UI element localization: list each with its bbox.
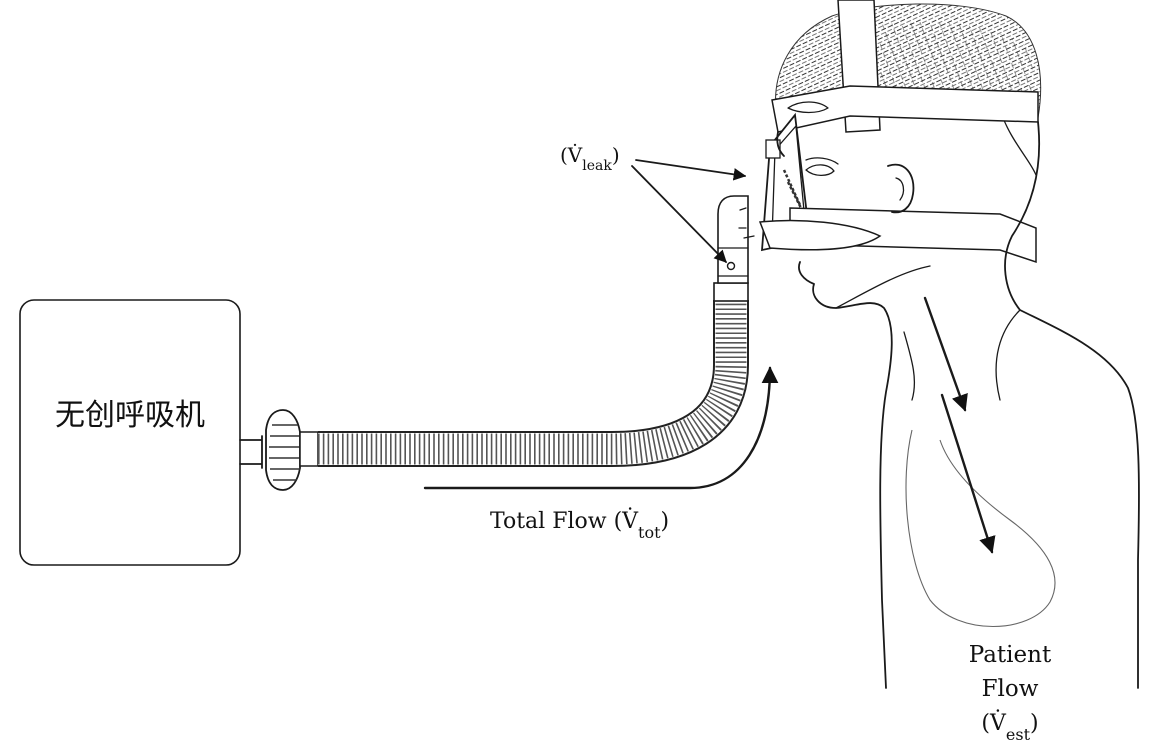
mask-assembly <box>713 195 755 302</box>
leak-arrow-mask <box>635 159 747 181</box>
ventilator-unit: 无创呼吸机 <box>19 299 241 566</box>
corrugated-tube <box>318 300 749 467</box>
tube-cuff <box>299 431 319 467</box>
leak-label-sub: leak <box>582 158 612 174</box>
ventilator-connector <box>239 409 319 491</box>
hair-shading <box>880 21 1036 98</box>
neck-back-inner <box>995 309 1021 401</box>
leak-label: (V̇leak) <box>560 143 620 174</box>
forehead-pad <box>787 101 829 114</box>
face-neck-front <box>798 261 893 689</box>
patient-flow-line2: Flow <box>982 676 1039 702</box>
forehead <box>776 131 785 157</box>
patient-flow-open: (V̇ <box>981 710 1007 736</box>
filter-stripes <box>269 424 300 481</box>
patient-flow-arrow-lower <box>940 393 996 554</box>
elbow-details <box>738 207 755 239</box>
mask-cushion <box>758 219 882 251</box>
leak-label-open: (V̇ <box>560 143 583 167</box>
ear-inner <box>895 177 905 201</box>
patient-flow-line3: (V̇est) <box>981 710 1038 744</box>
patient-flow-sub: est <box>1006 725 1031 744</box>
jaw-line <box>835 265 931 309</box>
total-flow-text: Total Flow (V̇ <box>490 508 639 534</box>
total-flow-label: Total Flow (V̇tot) <box>490 508 669 542</box>
patient-flow-line1: Patient <box>969 642 1052 668</box>
ventilator-box <box>19 299 241 566</box>
filter <box>265 409 301 491</box>
total-flow-close: ) <box>661 509 670 534</box>
forehead-strap <box>771 85 1039 133</box>
headgear <box>758 0 1039 264</box>
leak-arrow-port <box>631 165 727 263</box>
patient-flow-close: ) <box>1030 711 1039 736</box>
leak-label-close: ) <box>612 143 620 167</box>
throat-line <box>903 331 916 401</box>
eyebrow <box>805 157 839 165</box>
mask-vents <box>782 169 804 211</box>
head-back-shoulder <box>1004 121 1140 689</box>
total-flow-arrow <box>423 366 779 490</box>
patient-flow-arrow-upper <box>923 296 968 412</box>
tube-collar <box>713 282 749 302</box>
ear-icon <box>887 163 915 214</box>
total-flow-sub: tot <box>638 523 661 542</box>
outlet-port <box>239 435 263 469</box>
eye-icon <box>805 164 835 177</box>
airway-outline <box>905 429 1056 627</box>
tube-corrugation <box>318 300 747 465</box>
patient <box>776 121 1140 689</box>
swivel-lines <box>717 247 749 277</box>
leak-port-icon <box>726 261 736 271</box>
ventilator-label: 无创呼吸机 <box>55 398 205 433</box>
